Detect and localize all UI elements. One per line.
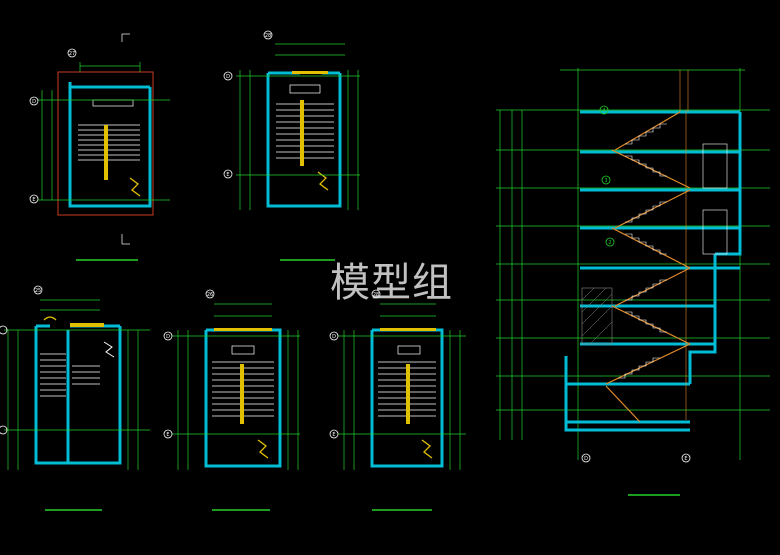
section-flights: [605, 111, 691, 423]
axis-label: E: [684, 456, 687, 462]
grid-label: 25: [35, 288, 41, 294]
stair-plan-1: 27 D E: [29, 33, 170, 261]
grid-label: 28: [265, 33, 271, 39]
watermark: 模型组: [330, 260, 453, 306]
stair-plan-3: 25: [0, 285, 150, 511]
stair-plan-2: 28 D E: [223, 30, 360, 261]
stair-plan-4: 26 D E: [163, 289, 300, 511]
axis-label: E: [32, 197, 35, 203]
axis-label: E: [332, 432, 335, 438]
section-stair-steps: [618, 123, 667, 379]
stair-plan-5: 28 D E: [329, 289, 466, 511]
stair-treads: [78, 124, 140, 161]
level-label: 2: [608, 240, 611, 246]
grid-label: 27: [69, 51, 75, 57]
stair-section: 4 3 2 D E: [496, 68, 770, 496]
axis-label: D: [584, 456, 588, 462]
axis-label: D: [32, 99, 36, 105]
section-walls: [564, 110, 742, 432]
axis-label: E: [166, 432, 169, 438]
axis-label: D: [332, 334, 336, 340]
axis-label: E: [226, 172, 229, 178]
axis-label: D: [166, 334, 170, 340]
level-label: 3: [604, 178, 607, 184]
stair-treads: [276, 103, 334, 159]
grid-label: 26: [207, 292, 213, 298]
axis-label: D: [226, 74, 230, 80]
stair-treads: [40, 353, 100, 397]
level-label: 4: [602, 108, 605, 114]
section-dimension-lines: [496, 68, 770, 496]
grid-label: 28: [373, 292, 379, 298]
